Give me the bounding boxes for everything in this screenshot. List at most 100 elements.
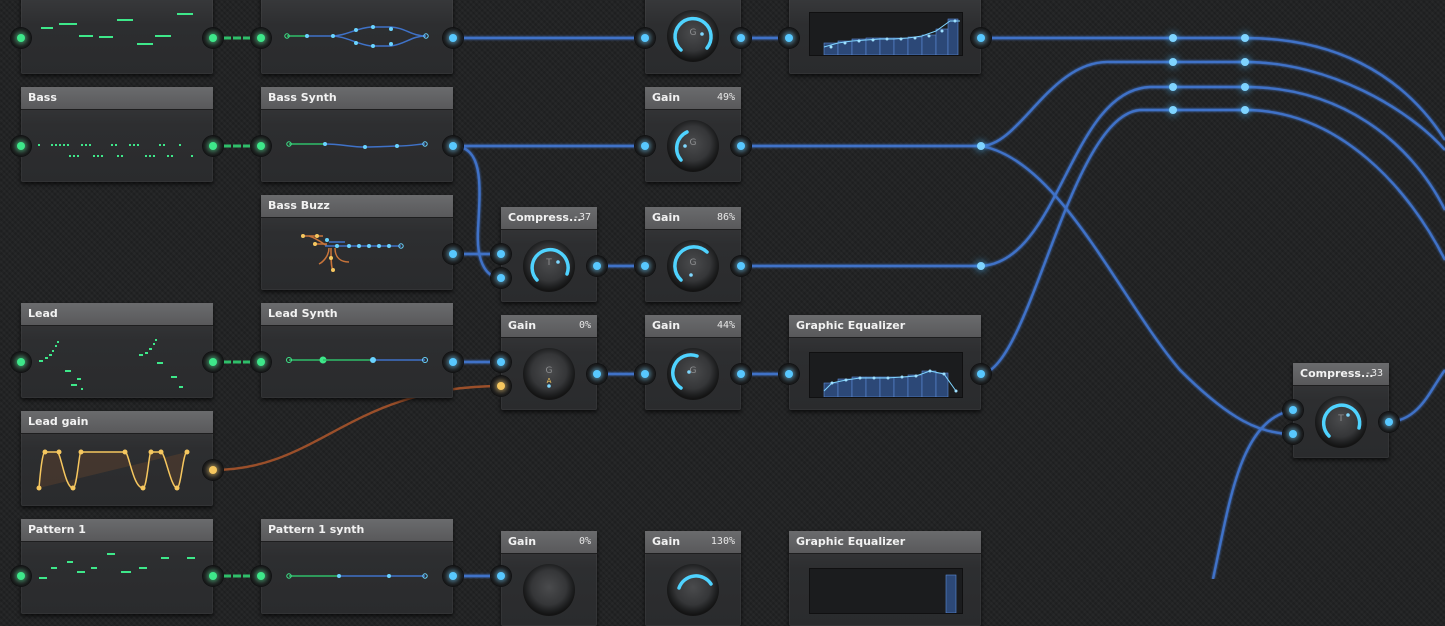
audio-out-port[interactable] <box>587 364 607 384</box>
synth-preview <box>286 573 428 579</box>
gain-value[interactable]: 86% <box>716 212 735 223</box>
synth-node-top[interactable] <box>261 0 453 74</box>
synth-node-lead[interactable]: Lead Synth <box>261 303 453 398</box>
eq-node-top[interactable] <box>789 0 981 74</box>
synth-node-bass-buzz[interactable]: Bass Buzz <box>261 195 453 290</box>
pattern-node-pattern1[interactable]: Pattern 1 <box>21 519 213 614</box>
automation-out-port[interactable] <box>203 460 223 480</box>
knob-label: G <box>689 258 697 268</box>
node-title: Compress...-33 <box>1293 363 1389 386</box>
note-out-port[interactable] <box>203 28 223 48</box>
node-title-text: Gain <box>652 535 681 548</box>
sidechain-in-port[interactable] <box>1283 424 1303 444</box>
synth-node-bass[interactable]: Bass Synth <box>261 87 453 182</box>
gain-knob[interactable]: G <box>667 348 719 400</box>
gain-value[interactable]: 130% <box>710 536 735 547</box>
sidechain-in-port[interactable] <box>491 268 511 288</box>
audio-in-port[interactable] <box>491 352 511 372</box>
gain-knob[interactable]: G <box>667 120 719 172</box>
note-in-port[interactable] <box>251 136 271 156</box>
compressor-node-master[interactable]: Compress...-33 T <box>1293 363 1389 458</box>
audio-out-port[interactable] <box>971 28 991 48</box>
automation-node-lead-gain[interactable]: Lead gain <box>21 411 213 506</box>
gain-knob[interactable]: G <box>667 10 719 62</box>
threshold-knob[interactable]: T <box>523 240 575 292</box>
audio-out-port[interactable] <box>1379 412 1399 432</box>
note-out-port[interactable] <box>11 566 31 586</box>
pattern-node-bass[interactable]: Bass <box>21 87 213 182</box>
audio-out-port[interactable] <box>731 364 751 384</box>
gain-value[interactable]: 49% <box>716 92 735 103</box>
audio-in-port[interactable] <box>779 364 799 384</box>
gain-value[interactable]: 0% <box>578 320 591 331</box>
gain-knob[interactable]: G A <box>523 348 575 400</box>
node-title-text: Gain <box>508 319 537 332</box>
audio-in-port[interactable] <box>491 566 511 586</box>
gain-value[interactable]: 44% <box>716 320 735 331</box>
audio-out-port[interactable] <box>443 136 463 156</box>
pattern-node-lead[interactable]: Lead <box>21 303 213 398</box>
threshold-value[interactable]: -33 <box>1364 368 1383 379</box>
compressor-node-bass[interactable]: Compress...-37 T <box>501 207 597 302</box>
audio-out-port[interactable] <box>443 566 463 586</box>
node-title: Gain 0% <box>501 315 597 338</box>
audio-out-port[interactable] <box>731 136 751 156</box>
node-title: Lead Synth <box>261 303 453 326</box>
note-out-port[interactable] <box>11 28 31 48</box>
note-out-port[interactable] <box>203 136 223 156</box>
note-in-port[interactable] <box>251 28 271 48</box>
automation-indicator: A <box>546 377 552 385</box>
gain-value[interactable]: 0% <box>578 536 591 547</box>
knob-label: G <box>689 138 697 148</box>
note-out-port[interactable] <box>203 352 223 372</box>
node-title: Pattern 1 <box>21 519 213 542</box>
knob-label: T <box>1338 414 1344 424</box>
audio-in-port[interactable] <box>635 28 655 48</box>
audio-out-port[interactable] <box>731 256 751 276</box>
audio-out-port[interactable] <box>443 352 463 372</box>
audio-out-port[interactable] <box>443 244 463 264</box>
audio-in-port[interactable] <box>635 364 655 384</box>
note-in-port[interactable] <box>251 352 271 372</box>
audio-out-port[interactable] <box>443 28 463 48</box>
audio-out-port[interactable] <box>971 364 991 384</box>
audio-out-port[interactable] <box>587 256 607 276</box>
audio-out-port[interactable] <box>731 28 751 48</box>
eq-node-lead[interactable]: Graphic Equalizer <box>789 315 981 410</box>
gain-node-bass[interactable]: Gain 49% G <box>645 87 741 182</box>
knob-label: G <box>689 28 697 38</box>
junction-dot <box>977 262 985 270</box>
node-title: Lead gain <box>21 411 213 434</box>
pattern-node-top[interactable] <box>21 0 213 74</box>
audio-in-port[interactable] <box>635 256 655 276</box>
pattern-preview <box>41 13 193 45</box>
note-out-port[interactable] <box>11 352 31 372</box>
audio-in-port[interactable] <box>779 28 799 48</box>
note-out-port[interactable] <box>11 136 31 156</box>
threshold-knob[interactable]: T <box>1315 396 1367 448</box>
audio-in-port[interactable] <box>1283 400 1303 420</box>
synth-preview <box>284 25 429 48</box>
gain-node-lead-a[interactable]: Gain 0% G A <box>501 315 597 410</box>
junction-dot <box>1241 34 1249 42</box>
node-title-text: Gain <box>652 91 681 104</box>
junction-dot <box>1169 106 1177 114</box>
pattern-preview <box>38 144 193 157</box>
audio-in-port[interactable] <box>635 136 655 156</box>
threshold-value[interactable]: -37 <box>572 212 591 223</box>
gain-knob[interactable]: G <box>667 240 719 292</box>
audio-in-port[interactable] <box>491 244 511 264</box>
knob-label: G <box>545 366 553 376</box>
node-title: Compress...-37 <box>501 207 597 230</box>
gain-knob[interactable] <box>523 564 575 616</box>
node-title: Lead <box>21 303 213 326</box>
automation-in-port[interactable] <box>491 376 511 396</box>
gain-node-top[interactable]: G <box>645 0 741 74</box>
note-in-port[interactable] <box>251 566 271 586</box>
gain-knob[interactable] <box>667 564 719 616</box>
note-out-port[interactable] <box>203 566 223 586</box>
synth-node-pattern1[interactable]: Pattern 1 synth <box>261 519 453 614</box>
